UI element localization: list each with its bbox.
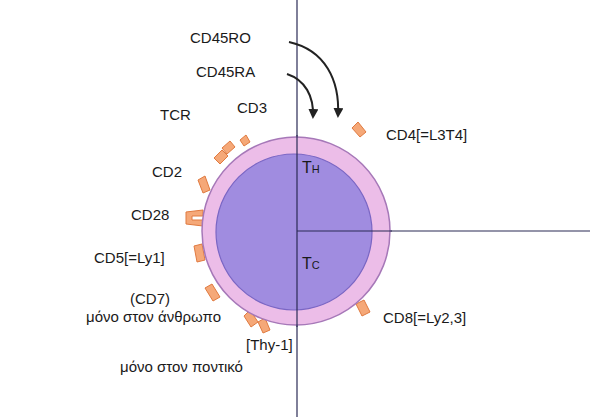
marker-label: CD45RO [190,29,251,47]
marker-label: μόνο στον άνθρωπο [86,308,221,326]
marker-label: (CD7) [130,290,170,308]
cell-outline [200,135,392,327]
t-cell: TH TC [200,135,392,327]
marker-label: CD45RA [196,63,255,81]
cell-type-label: TH [302,159,320,178]
marker-label: CD4[=L3T4] [386,126,467,144]
leader-arrow [287,74,313,117]
marker-label: μόνο στον ποντικό [120,358,243,376]
quadrant-line [296,0,297,417]
marker-label: CD8[=Ly2,3] [383,309,466,327]
marker-label: CD2 [152,163,182,181]
marker-label: [Thy-1] [246,336,293,354]
marker-label: CD5[=Ly1] [94,249,165,267]
marker-label: CD3 [237,99,267,117]
cell-type-label: TC [302,255,320,274]
marker-label: CD28 [131,206,169,224]
marker-label: TCR [160,106,191,124]
quadrant-line [297,230,590,231]
